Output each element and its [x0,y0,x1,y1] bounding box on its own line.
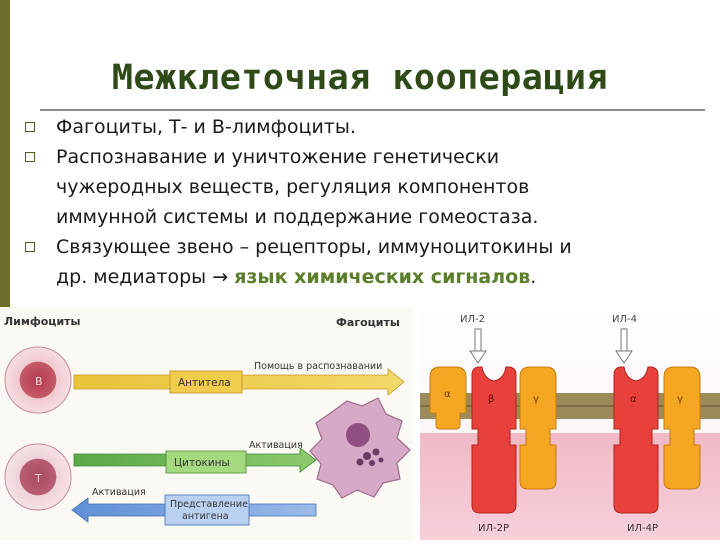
antibodies-label: Антитела [178,377,231,389]
receptor-diagram: ИЛ-2 ИЛ-4 α β γ α γ ИЛ-2Р [420,305,720,540]
activation-right-label: Активация [249,440,303,451]
cytokines-arrow: Цитокины [73,447,317,474]
bullet-line: чужеродных веществ, регуляция компоненто… [56,176,530,198]
bullet-marker-icon [25,152,35,162]
sidebar-bar [0,0,10,540]
bullet-item-1: Фагоциты, Т- и В-лимфоциты. [25,112,715,142]
il4-gamma-label: γ [677,394,683,405]
title-divider [40,109,705,111]
il4-receptor: α γ [613,366,701,514]
il2-label: ИЛ-2 [460,314,485,325]
slide-title: Межклеточная кооперация [111,58,609,98]
bullet-line-suffix: . [530,266,537,288]
bullet-item-2: Распознавание и уничтожение генетически … [25,142,715,232]
activation-left-label: Активация [92,487,146,498]
bullet-text: Фагоциты, Т- и В-лимфоциты. [56,116,356,138]
bullet-line: иммунной системы и поддержание гомеостаз… [56,206,539,228]
bullet-list: Фагоциты, Т- и В-лимфоциты. Распознавани… [25,112,715,292]
heading-phagocytes: Фагоциты [336,316,400,329]
il2-arrow-icon [469,328,487,364]
cytokines-label: Цитокины [174,457,230,469]
il4r-label: ИЛ-4Р [627,523,658,534]
cooperation-diagram: Лимфоциты Фагоциты В Т Антитела Помощь в… [0,307,413,540]
il2-beta-label: β [488,394,494,405]
il2-receptor: α β γ [429,366,557,514]
highlight-phrase: язык химических сигналов [234,266,531,288]
presentation-label-line2: антигена [182,511,229,522]
bullet-marker-icon [25,242,35,252]
phagocyte-cell [309,397,411,499]
il2r-label: ИЛ-2Р [478,523,509,534]
il4-alpha-label: α [630,394,637,405]
presentation-label-line1: Представление [170,499,248,510]
help-recognition-label: Помощь в распознавании [254,361,382,372]
b-lymphocyte-cell: В [4,346,72,414]
il4-arrow-icon [615,328,633,364]
b-cell-label: В [35,375,43,388]
t-cell-label: Т [34,472,42,485]
il2-alpha-label: α [444,389,451,400]
t-lymphocyte-cell: Т [4,443,72,511]
presentation-arrow: Представление антигена [71,494,317,526]
il2-gamma-label: γ [533,394,539,405]
bullet-item-3: Связующее звено – рецепторы, иммуноциток… [25,232,715,292]
antibodies-arrow: Антитела [73,368,405,396]
bullet-marker-icon [25,122,35,132]
bullet-line: Связующее звено – рецепторы, иммуноциток… [56,236,572,258]
bullet-line-prefix: др. медиаторы → [56,266,235,288]
il4-label: ИЛ-4 [612,314,637,325]
bullet-line: Распознавание и уничтожение генетически [56,146,500,168]
heading-lymphocytes: Лимфоциты [4,315,81,328]
